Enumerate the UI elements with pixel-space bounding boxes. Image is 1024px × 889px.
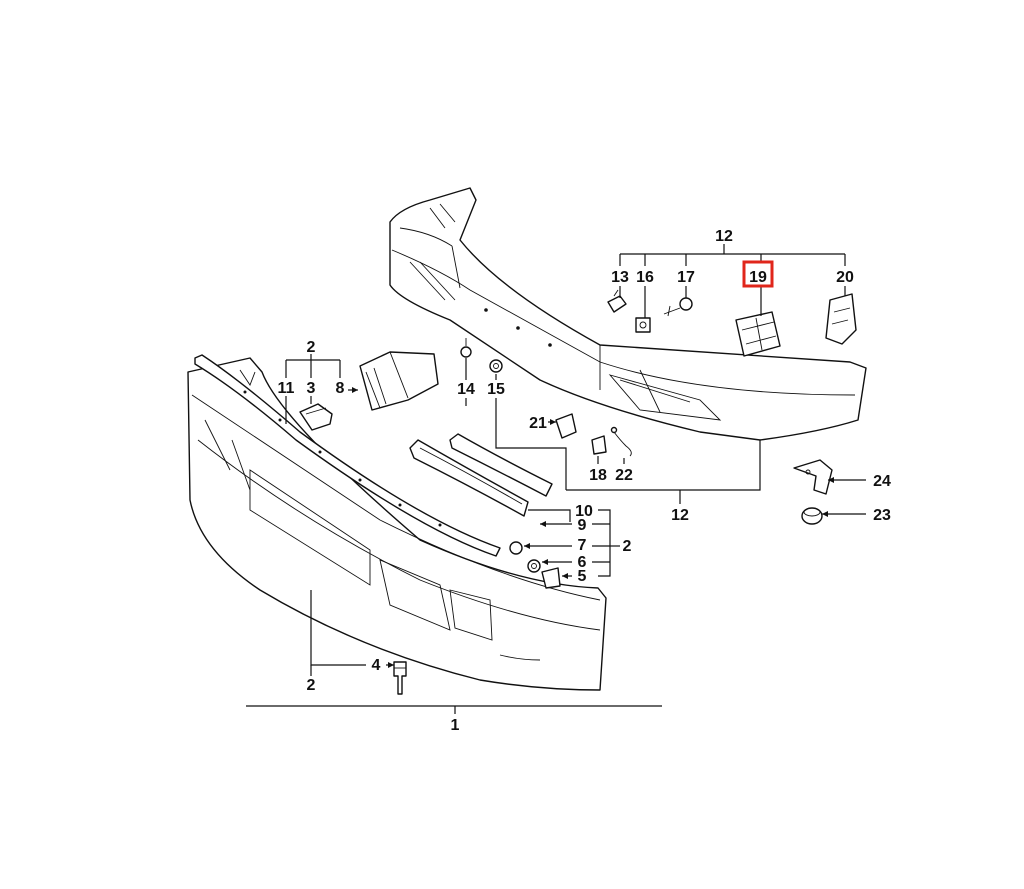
callout-9[interactable]: 9 xyxy=(578,517,587,534)
rear-bumper-assembly xyxy=(389,187,867,441)
callout-11[interactable]: 11 xyxy=(278,380,295,397)
support-20 xyxy=(825,293,857,345)
callout-24[interactable]: 24 xyxy=(873,473,891,490)
callout-7[interactable]: 7 xyxy=(578,537,587,554)
callout-1[interactable]: 1 xyxy=(451,717,460,734)
callout-lines xyxy=(246,244,866,714)
nut-6 xyxy=(527,559,541,573)
callout-12-bottom[interactable]: 12 xyxy=(671,507,689,524)
clip-5 xyxy=(541,567,561,589)
callout-20[interactable]: 20 xyxy=(836,269,854,286)
bolt-14 xyxy=(460,338,472,358)
callout-2-top[interactable]: 2 xyxy=(307,339,316,356)
reinforcement-strip-11 xyxy=(194,354,501,557)
callout-8[interactable]: 8 xyxy=(336,380,345,397)
callout-5[interactable]: 5 xyxy=(578,568,587,585)
nut-16 xyxy=(635,317,651,333)
clip-13 xyxy=(607,289,627,313)
plate-21 xyxy=(555,413,577,439)
retainer-4 xyxy=(393,661,407,695)
callout-18[interactable]: 18 xyxy=(589,467,607,484)
callout-19[interactable]: 19 xyxy=(749,269,767,286)
bracket-24 xyxy=(793,459,833,495)
callout-14[interactable]: 14 xyxy=(457,381,475,398)
callout-15[interactable]: 15 xyxy=(487,381,505,398)
callout-10[interactable]: 10 xyxy=(575,503,593,520)
bolt-7 xyxy=(509,541,523,555)
callout-17[interactable]: 17 xyxy=(677,269,695,286)
nut-15 xyxy=(489,359,503,373)
callout-23[interactable]: 23 xyxy=(873,507,891,524)
grille-9 xyxy=(449,433,553,497)
grille-10 xyxy=(409,439,529,517)
air-duct-8 xyxy=(359,351,439,411)
callout-2-bottom[interactable]: 2 xyxy=(307,677,316,694)
callout-16[interactable]: 16 xyxy=(636,269,654,286)
screw-17 xyxy=(663,297,693,317)
bracket-3 xyxy=(299,403,333,431)
wire-22 xyxy=(610,426,632,457)
buffer-23 xyxy=(801,507,823,525)
callout-3[interactable]: 3 xyxy=(307,380,316,397)
callout-21[interactable]: 21 xyxy=(529,415,547,432)
callout-12-top[interactable]: 12 xyxy=(715,228,733,245)
callout-2-right[interactable]: 2 xyxy=(623,538,632,555)
callout-6[interactable]: 6 xyxy=(578,554,587,571)
callout-4[interactable]: 4 xyxy=(372,657,381,674)
callout-13[interactable]: 13 xyxy=(611,269,629,286)
clip-18 xyxy=(591,435,607,455)
callout-labels: 12 13 16 17 19 20 14 15 21 18 22 12 24 2… xyxy=(278,228,891,734)
bracket-19 xyxy=(735,311,781,357)
highlight-box xyxy=(742,260,774,288)
callout-22[interactable]: 22 xyxy=(615,467,633,484)
